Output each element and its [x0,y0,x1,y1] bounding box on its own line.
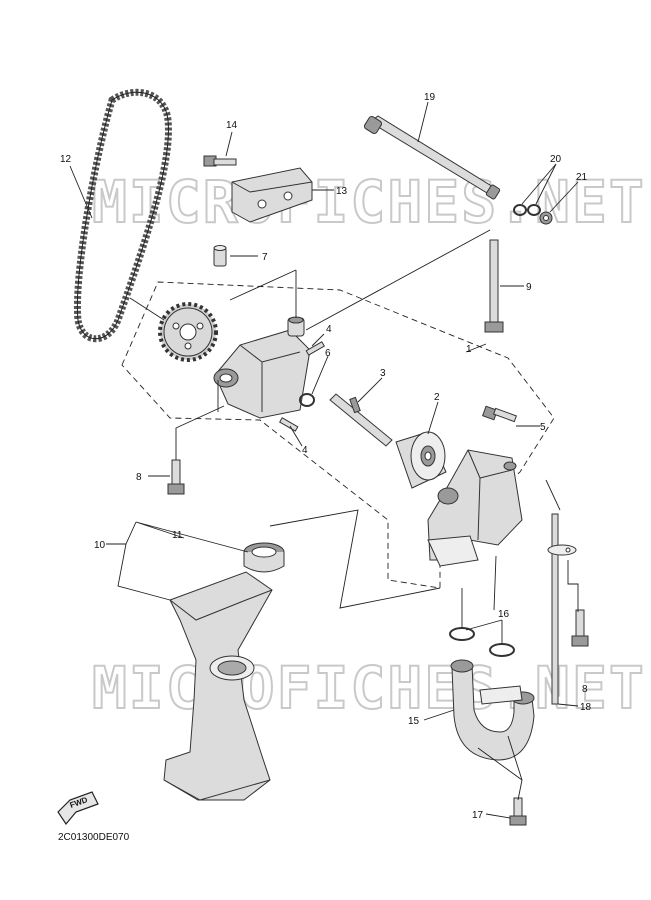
oil-pipe[interactable] [450,659,535,761]
callout-9: 9 [526,282,532,293]
dowel-pin[interactable] [213,245,227,267]
callout-2: 2 [434,392,440,403]
pump-housing-cover[interactable] [213,316,311,419]
o-ring[interactable] [299,393,315,407]
callout-17: 17 [472,810,484,821]
pump-pin-upper[interactable] [305,341,325,356]
oil-pump-sprocket[interactable] [158,302,218,362]
nut[interactable] [539,211,553,225]
watermark-bottom: MICROFICHES.NET [92,654,646,722]
pump-pin-lower[interactable] [279,417,299,432]
strainer-cap[interactable] [243,542,285,573]
pump-shaft[interactable] [363,115,501,200]
callout-21: 21 [576,172,588,183]
pipe-o-rings[interactable] [449,627,515,657]
callout-13: 13 [336,186,348,197]
washers[interactable] [513,204,541,216]
drawing-code: 2C01300DE070 [58,832,130,843]
callout-4-lower: 4 [302,445,308,456]
callout-5: 5 [540,422,546,433]
callout-12: 12 [60,154,72,165]
housing-bolt-5[interactable] [482,405,518,423]
callout-4-upper: 4 [326,324,332,335]
timing-chain[interactable] [73,88,172,343]
pipe-bolt[interactable] [509,797,527,826]
oil-delivery-pipe[interactable] [547,513,577,705]
pump-rotor[interactable] [395,431,447,489]
callout-6: 6 [325,348,331,359]
callout-11: 11 [172,530,183,541]
callout-18: 18 [580,702,592,713]
callout-19: 19 [424,92,436,103]
forward-arrow-icon: FWD [57,791,99,826]
pump-bolt-8-right[interactable] [571,609,589,647]
pump-assembly-boundary [121,281,555,589]
callout-3: 3 [380,368,386,379]
callout-16: 16 [498,609,510,620]
callout-14: 14 [226,120,238,131]
leader-lines [69,101,579,819]
callout-labels: 1 2 3 4 4 5 6 7 8 8 9 10 11 12 13 14 15 … [60,92,592,821]
oil-strainer[interactable] [163,571,273,801]
callout-20: 20 [550,154,562,165]
chain-guide[interactable] [231,167,313,223]
pump-body[interactable] [427,449,523,567]
callout-7: 7 [262,252,268,263]
guide-bolt[interactable] [203,155,237,167]
callout-8-left: 8 [136,472,142,483]
callout-1: 1 [466,344,472,355]
callout-15: 15 [408,716,420,727]
callout-8-right: 8 [582,684,588,695]
rotor-shaft[interactable] [329,393,393,447]
pump-bolt-8-left[interactable] [167,459,185,495]
watermark-top: MICROFICHES.NET [92,168,646,236]
pump-bolt-long[interactable] [484,239,504,333]
callout-10: 10 [94,540,106,551]
